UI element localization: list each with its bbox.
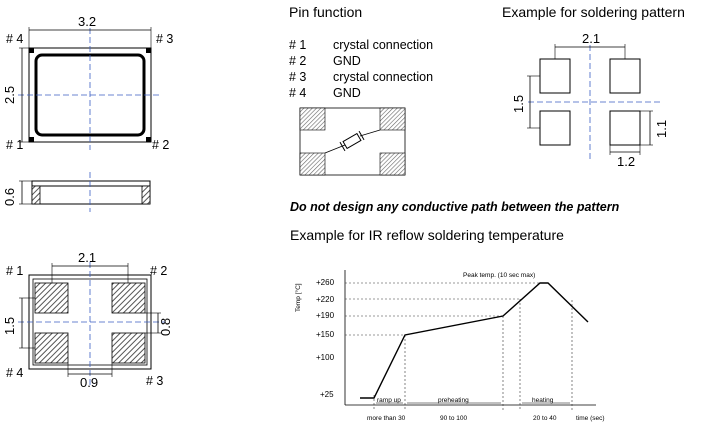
- package-side-view: 0.6: [2, 172, 151, 212]
- y-tick-150: +150: [316, 330, 335, 339]
- side-height-label: 0.6: [2, 188, 17, 206]
- phase-ramp-up: ramp up: [377, 397, 401, 404]
- y-tick-25: +25: [320, 390, 334, 399]
- pin-row-1-function: crystal connection: [333, 38, 433, 52]
- bottom-pin-1-label: # 1: [6, 264, 23, 278]
- bottom-pitch-label: 2.1: [78, 250, 96, 265]
- top-width-label: 3.2: [78, 14, 96, 29]
- reflow-peak-label: Peak temp. (10 sec max): [463, 272, 535, 279]
- pattern-pad-width-label: 1.2: [617, 154, 635, 169]
- bottom-label-heating: 20 to 40: [533, 415, 557, 422]
- top-height-label: 2.5: [2, 86, 17, 104]
- bottom-pin-4-label: # 4: [6, 366, 23, 380]
- pin-row-3-function: crystal connection: [333, 70, 433, 84]
- pin-function-section: Pin function # 1 crystal connection # 2 …: [289, 4, 433, 176]
- soldering-pattern-section: Example for soldering pattern 2.1 1.5 1.…: [502, 4, 685, 169]
- y-tick-220: +220: [316, 295, 335, 304]
- top-pin-3-label: # 3: [156, 32, 173, 46]
- bottom-pin-3-label: # 3: [146, 374, 163, 388]
- bottom-label-preheat: 90 to 100: [440, 415, 467, 422]
- package-bottom-view: 2.1 1.5 0.8 0.9 # 1 # 2 # 4 # 3: [2, 250, 173, 390]
- bottom-pad-gap-label: 0.8: [158, 318, 173, 336]
- bottom-pad-height-label: 1.5: [2, 317, 17, 335]
- pin-row-4-function: GND: [333, 86, 361, 100]
- pin-row-1-pin: # 1: [289, 38, 306, 52]
- phase-heating: heating: [532, 397, 554, 404]
- soldering-pattern-title: Example for soldering pattern: [502, 4, 685, 20]
- internal-schematic: [299, 107, 406, 176]
- y-tick-260: +260: [316, 278, 335, 287]
- reflow-title: Example for IR reflow soldering temperat…: [290, 227, 564, 243]
- bottom-pad-width-label: 0.9: [80, 375, 98, 390]
- reflow-y-axis-label: Temp [°C]: [294, 283, 302, 312]
- pattern-pad-height-label: 1.1: [654, 120, 669, 138]
- top-pin-1-label: # 1: [6, 138, 23, 152]
- reflow-chart: Temp [°C] +260 +220 +190 +150 +100 +25 P…: [294, 270, 605, 422]
- pattern-height-label: 1.5: [511, 95, 526, 113]
- phase-preheating: preheating: [438, 397, 469, 404]
- pin-row-2-function: GND: [333, 54, 361, 68]
- reflow-profile-curve: [360, 282, 589, 399]
- pin-row-4-pin: # 4: [289, 86, 306, 100]
- pin-function-title: Pin function: [289, 4, 362, 20]
- bottom-label-time: time (sec): [576, 415, 605, 422]
- pin-row-3-pin: # 3: [289, 70, 306, 84]
- top-pin-4-label: # 4: [6, 32, 23, 46]
- pattern-pitch-label: 2.1: [582, 31, 600, 46]
- warning-text: Do not design any conductive path betwee…: [290, 200, 620, 214]
- y-tick-100: +100: [316, 353, 335, 362]
- pin-row-2-pin: # 2: [289, 54, 306, 68]
- top-pin-2-label: # 2: [152, 138, 169, 152]
- package-top-view: 3.2 2.5 # 4 # 3 # 1 # 2: [2, 14, 173, 152]
- bottom-label-ramp: more than 30: [367, 415, 406, 422]
- bottom-pin-2-label: # 2: [150, 264, 167, 278]
- reflow-section: Example for IR reflow soldering temperat…: [290, 227, 605, 422]
- y-tick-190: +190: [316, 311, 335, 320]
